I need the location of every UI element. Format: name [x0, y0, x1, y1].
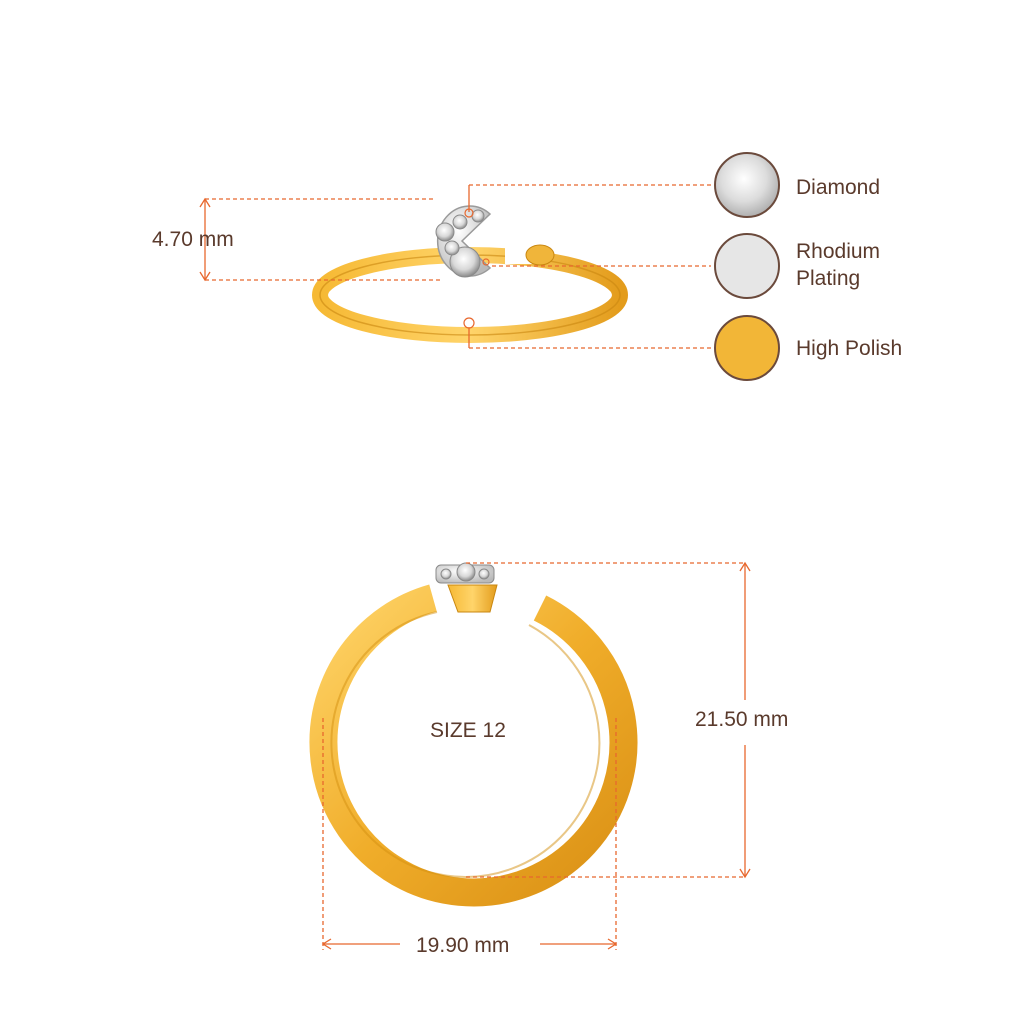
diamond-swatch-icon — [714, 152, 780, 218]
crescent-setting — [435, 205, 492, 278]
rhodium-swatch-icon — [714, 233, 780, 299]
ring-top-view — [312, 205, 628, 343]
ring-size-label: SIZE 12 — [430, 719, 506, 742]
front-height-dimension — [466, 561, 751, 879]
legend-item-gold: High Polish — [712, 313, 1012, 387]
ring-front-view — [309, 562, 638, 907]
front-setting — [435, 562, 498, 613]
top-height-dimension — [199, 197, 440, 282]
front-width-label: 19.90 mm — [416, 934, 510, 957]
top-height-label: 4.70 mm — [152, 228, 234, 251]
ring-band-front — [309, 584, 638, 907]
ring-band-end — [525, 244, 555, 266]
legend-label-gold: High Polish — [796, 337, 903, 360]
gold-swatch-icon — [714, 315, 780, 381]
legend-label-rhodium: Rhodium Plating — [796, 240, 881, 290]
legend-leader-lines — [468, 184, 711, 349]
front-height-label: 21.50 mm — [695, 708, 789, 731]
front-width-dimension — [321, 718, 618, 950]
legend-label-diamond: Diamond — [796, 176, 881, 199]
legend-item-diamond: Diamond — [712, 150, 1012, 224]
legend-item-rhodium: Rhodium Plating — [712, 231, 1012, 305]
